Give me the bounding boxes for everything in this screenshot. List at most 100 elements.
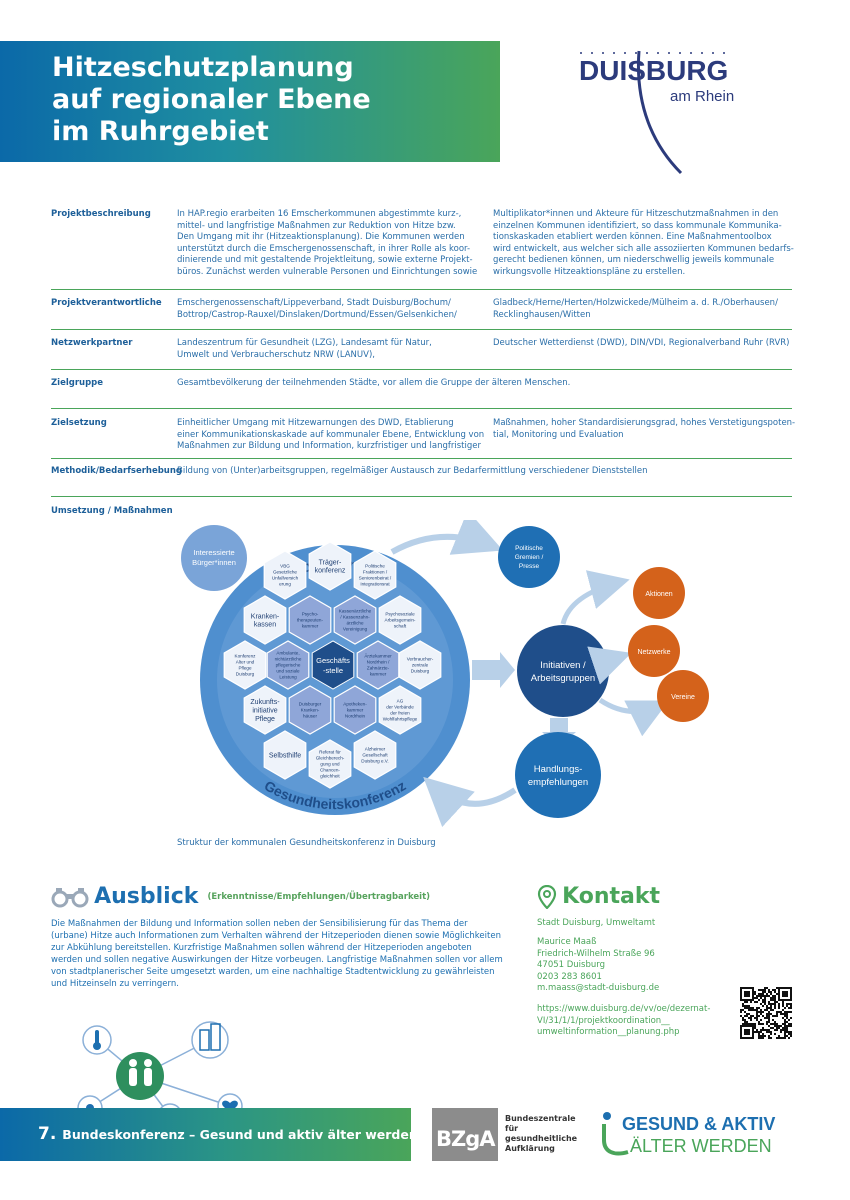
member-hexagon-label: Nordrhein	[345, 714, 366, 719]
divider	[51, 496, 792, 498]
title-line-1: Hitzeschutzplanung	[52, 52, 354, 83]
kontakt-address: Maurice Maaß Friedrich-Wilhelm Straße 96…	[537, 937, 659, 995]
member-hexagon-label: schaft	[394, 624, 407, 629]
row-left-text: Emschergenossenschaft/Lippeverband, Stad…	[177, 298, 457, 321]
buildings-icon	[191, 1021, 229, 1059]
politik-node	[498, 526, 560, 588]
initiativen-line-1: Initiativen /	[540, 660, 586, 671]
member-hexagon-label: Konferenz	[235, 654, 257, 659]
member-hexagon-label: Kranken-	[301, 708, 320, 713]
row-left-text: Bildung von (Unter)arbeitsgruppen, regel…	[177, 466, 647, 478]
member-hexagon-label: Ärztekammer	[364, 653, 392, 659]
logo-city: DUISBURG	[579, 55, 728, 86]
member-hexagon-label: gung und	[320, 762, 340, 767]
member-hexagon-label: Alter und	[236, 660, 255, 665]
bzga-logo-letters: BZgA	[436, 1127, 496, 1151]
member-hexagon-label: Arbeitsgemein-	[385, 618, 416, 623]
row-left-text: Einheitlicher Umgang mit Hitzewarnungen …	[177, 418, 484, 453]
handlung-node	[515, 732, 601, 818]
interessierte-line-1: Interessierte	[193, 548, 234, 557]
row-label: Netzwerkpartner	[51, 338, 133, 348]
row-right-text: Gladbeck/Herne/Herten/Holzwickede/Mülhei…	[493, 298, 778, 321]
location-pin-icon	[537, 884, 557, 910]
text-line: unterstützt durch die Emschergenossensch…	[177, 243, 471, 254]
member-hexagon	[333, 685, 377, 735]
kontakt-street: Friedrich-Wilhelm Straße 96	[537, 948, 655, 959]
text-line: einzelnen Kommunen identifiziert, so das…	[493, 220, 782, 231]
text-line: Umwelt und Verbraucherschutz NRW (LANUV)…	[177, 349, 375, 360]
member-hexagon-label: Politische	[365, 564, 385, 569]
qr-code[interactable]	[740, 987, 792, 1039]
member-hexagon-label: kammer	[302, 624, 319, 629]
text-line: In HAP.regio erarbeiten 16 Emscherkommun…	[177, 209, 462, 219]
member-hexagon-label: und soziale	[276, 669, 300, 674]
text-line: Bildung von (Unter)arbeitsgruppen, regel…	[177, 466, 648, 476]
member-hexagon-label: Gesetzliche	[273, 570, 297, 575]
geschaeftsstelle-label: Geschäfts	[316, 656, 350, 665]
divider	[51, 369, 792, 371]
member-hexagon-label: Duisburg	[411, 669, 430, 674]
text-line: Deutscher Wetterdienst (DWD), DIN/VDI, R…	[493, 338, 790, 348]
member-hexagon-label: Duisburger	[299, 702, 322, 707]
text-line: dinierende und mit gestaltende Projektle…	[177, 255, 473, 266]
row-right-text: Multiplikator*innen und Akteure für Hitz…	[493, 209, 794, 279]
politik-line-1: Politische	[515, 545, 543, 552]
member-hexagon-label: Nordrhein /	[367, 660, 390, 665]
row-label: Projektbeschreibung	[51, 209, 151, 219]
text-line: mittel- und langfristige Maßnahmen zur R…	[177, 220, 456, 231]
row-right-text: Deutscher Wetterdienst (DWD), DIN/VDI, R…	[493, 338, 790, 350]
url-line: umweltinformation__planung.php	[537, 1027, 680, 1038]
member-hexagon-label: Pflege	[238, 666, 251, 671]
text-line: Emschergenossenschaft/Lippeverband, Stad…	[177, 298, 451, 308]
member-hexagon-label: Träger-	[319, 559, 342, 566]
text-line: tial, Monitoring und Evaluation	[493, 429, 624, 440]
row-label: Projektverantwortliche	[51, 298, 162, 308]
text-line: tionskaskaden etabliert werden können. E…	[493, 232, 772, 243]
aktionen-node	[633, 567, 685, 619]
text-line: büros. Zunächst werden vulnerable Person…	[177, 266, 478, 277]
diagram-caption: Struktur der kommunalen Gesundheitskonfe…	[177, 838, 436, 848]
row-label: Zielsetzung	[51, 418, 107, 428]
member-hexagon-label: kammer	[370, 672, 387, 677]
text-line: wirkungsvolle Hitzeaktionspläne zu erste…	[493, 266, 686, 277]
text-line: Aufklärung	[505, 1144, 555, 1153]
kontakt-city: 47051 Duisburg	[537, 960, 605, 971]
kontakt-email-link[interactable]: m.maass@stadt-duisburg.de	[537, 983, 660, 994]
row-label: Zielgruppe	[51, 378, 104, 388]
member-hexagon-label: erung	[279, 582, 291, 587]
divider	[51, 458, 792, 460]
member-hexagon	[288, 595, 332, 645]
interessierte-line-2: Bürger*innen	[192, 558, 236, 567]
gesundheitskonferenz-diagram: Kommunale Gesundheitskonferenz VBGGesetz…	[181, 520, 685, 828]
member-hexagon-label: AG	[397, 699, 404, 704]
politik-line-3: Presse	[519, 563, 540, 570]
member-hexagon	[308, 739, 352, 789]
member-hexagon-label: Vereinigung	[343, 627, 368, 632]
vereine-label: Vereine	[671, 694, 695, 701]
title-line-2: auf regionaler Ebene	[52, 84, 371, 115]
text-line: Den Umgang mit ihr (Hitzeaktionsplanung)…	[177, 232, 465, 243]
footer-number: 7.	[38, 1124, 57, 1144]
member-hexagon-label: kammer	[347, 708, 364, 713]
gesund-aktiv-logo: GESUND & AKTIV ÄLTER WERDEN	[602, 1112, 775, 1156]
member-hexagon-label: Psycho-	[302, 612, 319, 617]
hexagon-group: VBGGesetzlicheUnfallversicherungTräger-k…	[223, 541, 442, 789]
member-hexagon	[353, 730, 397, 780]
member-hexagon-label: Leistung	[279, 675, 297, 680]
member-hexagon-label: kassen	[254, 622, 276, 629]
member-hexagon-label: Wohlfahrtspflege	[383, 717, 418, 722]
kontakt-name: Maurice Maaß	[537, 937, 597, 947]
text-line: Bundeszentrale	[505, 1114, 576, 1123]
divider	[51, 329, 792, 331]
bzga-logo-box	[432, 1108, 498, 1161]
kontakt-url-link[interactable]: https://www.duisburg.de/vv/oe/dezernat- …	[537, 1004, 710, 1039]
member-hexagon-label: / Kassenzahn-	[340, 615, 370, 620]
vereine-node	[657, 670, 709, 722]
aktionen-label: Aktionen	[645, 591, 672, 598]
netzwerke-label: Netzwerke	[637, 649, 670, 656]
footer-text: 7.Bundeskonferenz – Gesund und aktiv ält…	[38, 1124, 418, 1144]
row-right-text: Maßnahmen, hoher Standardisierungsgrad, …	[493, 418, 795, 441]
ausblick-subtitle: (Erkenntnisse/Empfehlungen/Übertragbarke…	[207, 891, 431, 902]
binoculars-icon	[51, 887, 89, 907]
text-line: wird entwickelt, aus welcher sich alle a…	[493, 243, 794, 254]
